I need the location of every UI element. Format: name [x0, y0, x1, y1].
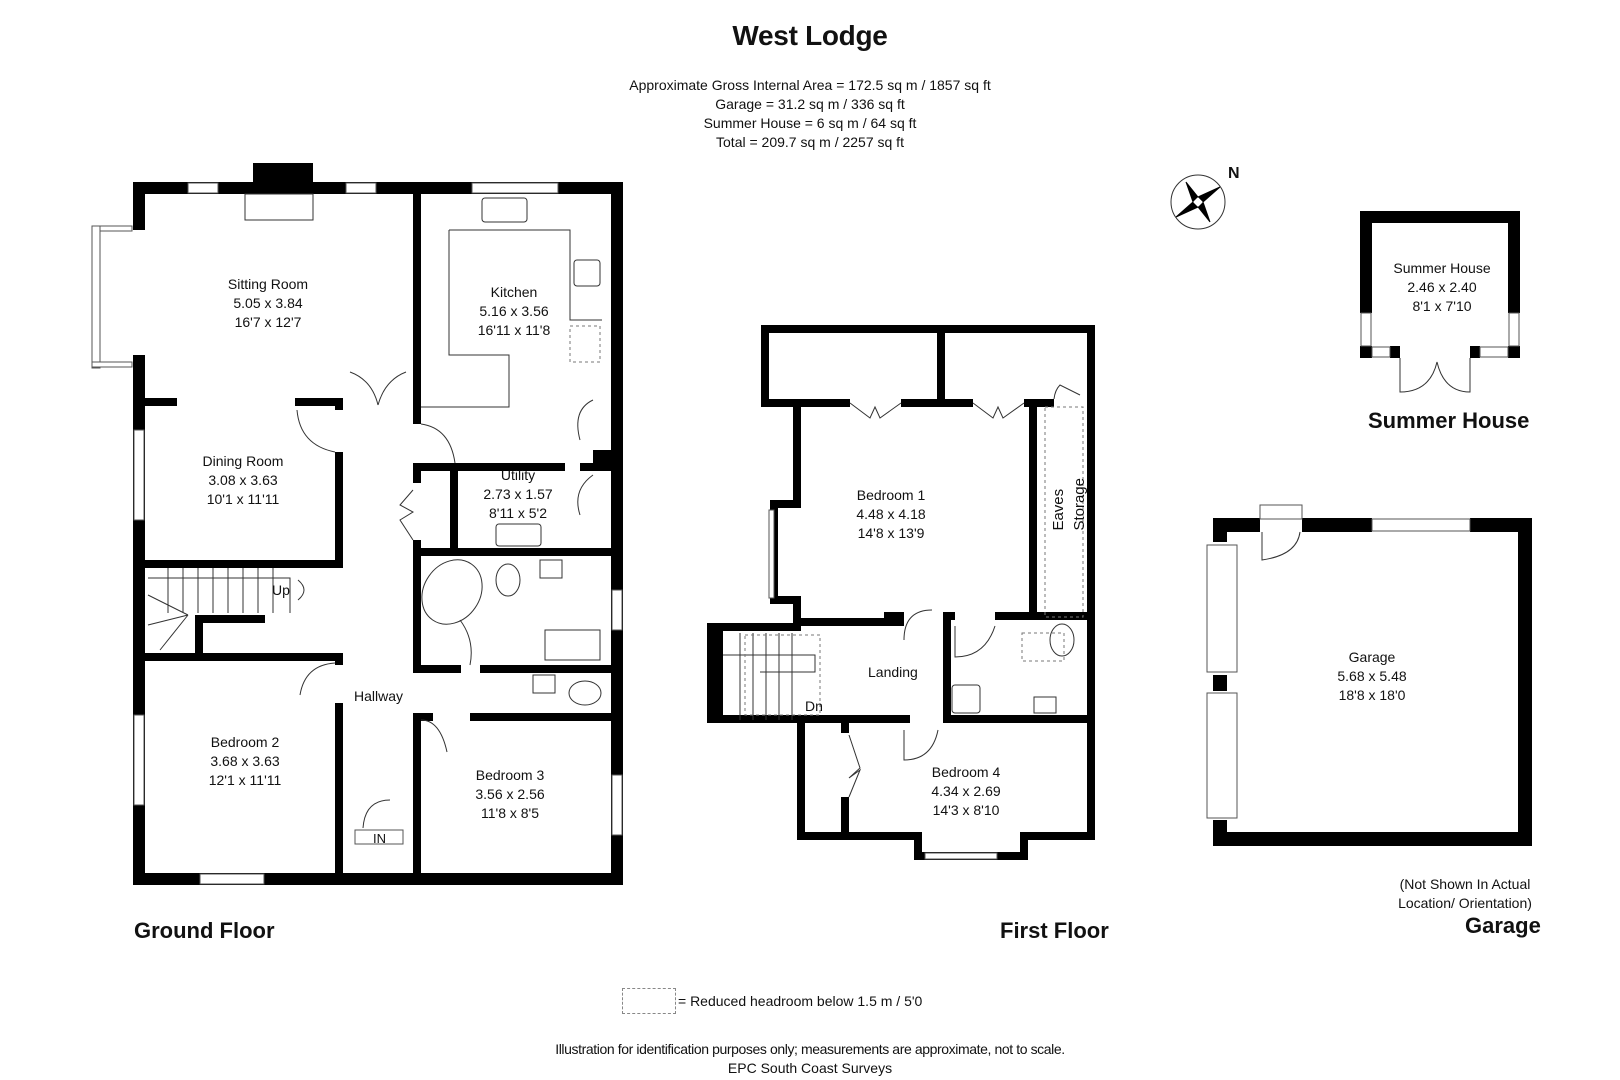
- room-imperial: 14'3 x 8'10: [932, 802, 1000, 818]
- room-name: Summer House: [1393, 260, 1491, 276]
- area-summary: Approximate Gross Internal Area = 172.5 …: [560, 76, 1060, 152]
- eaves-label: Eaves: [1050, 488, 1067, 531]
- area-line-total: Total = 209.7 sq m / 2257 sq ft: [716, 134, 904, 150]
- ground-floor-label: Ground Floor: [134, 918, 275, 943]
- room-utility: Utility 2.73 x 1.57 8'11 x 5'2: [483, 466, 552, 523]
- room-imperial: 11'8 x 8'5: [480, 805, 540, 821]
- first-floor-plan: [707, 325, 1095, 860]
- room-kitchen: Kitchen 5.16 x 3.56 16'11 x 11'8: [478, 283, 551, 340]
- room-imperial: 8'1 x 7'10: [1412, 298, 1472, 314]
- area-line-summer-house: Summer House = 6 sq m / 64 sq ft: [703, 115, 917, 131]
- disclaimer: Illustration for identification purposes…: [555, 1041, 1065, 1057]
- room-imperial: 8'11 x 5'2: [488, 505, 548, 521]
- room-name: Bedroom 1: [856, 487, 926, 503]
- reduced-headroom-legend-swatch: [622, 988, 676, 1014]
- garage-note-line-2: Location/ Orientation): [1398, 895, 1532, 911]
- summer-house-plan: [1360, 211, 1520, 393]
- room-name: Sitting Room: [227, 276, 309, 292]
- room-metric: 2.46 x 2.40: [1407, 279, 1477, 295]
- room-metric: 5.05 x 3.84: [233, 295, 303, 311]
- room-sitting-room: Sitting Room 5.05 x 3.84 16'7 x 12'7: [228, 275, 308, 332]
- garage-label: Garage: [1465, 913, 1541, 938]
- room-name: Garage: [1348, 649, 1396, 665]
- room-bedroom-3: Bedroom 3 3.56 x 2.56 11'8 x 8'5: [475, 766, 544, 823]
- room-metric: 5.68 x 5.48: [1337, 668, 1407, 684]
- room-imperial: 16'7 x 12'7: [234, 314, 302, 330]
- room-imperial: 18'8 x 18'0: [1338, 687, 1406, 703]
- hallway-label: Hallway: [354, 688, 404, 704]
- storage-label: Storage: [1071, 478, 1088, 531]
- garage-plan: [1206, 504, 1532, 846]
- room-metric: 3.08 x 3.63: [208, 472, 278, 488]
- room-metric: 4.34 x 2.69: [931, 783, 1001, 799]
- room-name: Bedroom 4: [931, 764, 1001, 780]
- compass-north-label: N: [1228, 165, 1240, 182]
- room-imperial: 16'11 x 11'8: [477, 322, 551, 338]
- room-name: Dining Room: [202, 453, 284, 469]
- room-imperial: 12'1 x 11'11: [208, 772, 282, 788]
- stairs-down-label: Dn: [805, 698, 823, 714]
- room-imperial: 14'8 x 13'9: [857, 525, 925, 541]
- footer: Illustration for identification purposes…: [460, 1040, 1160, 1078]
- page-title: West Lodge: [732, 20, 888, 51]
- room-metric: 4.48 x 4.18: [856, 506, 926, 522]
- stairs-up-label: Up: [272, 582, 290, 598]
- room-bedroom-2: Bedroom 2 3.68 x 3.63 12'1 x 11'11: [209, 733, 282, 790]
- area-line-gross: Approximate Gross Internal Area = 172.5 …: [629, 77, 991, 93]
- room-bedroom-4: Bedroom 4 4.34 x 2.69 14'3 x 8'10: [931, 763, 1000, 820]
- garage-orientation-note: (Not Shown In Actual Location/ Orientati…: [1390, 875, 1540, 913]
- room-name: Bedroom 3: [475, 767, 545, 783]
- room-name: Utility: [500, 467, 536, 483]
- room-garage: Garage 5.68 x 5.48 18'8 x 18'0: [1337, 648, 1406, 705]
- room-summer-house: Summer House 2.46 x 2.40 8'1 x 7'10: [1393, 259, 1490, 316]
- entrance-label: IN: [373, 831, 386, 846]
- area-line-garage: Garage = 31.2 sq m / 336 sq ft: [715, 96, 905, 112]
- room-name: Bedroom 2: [210, 734, 280, 750]
- summer-house-label: Summer House: [1368, 408, 1530, 433]
- eaves-storage-label: Eaves Storage: [1050, 478, 1088, 531]
- credit: EPC South Coast Surveys: [727, 1060, 893, 1076]
- landing-label: Landing: [868, 664, 918, 680]
- ground-floor-plan: [91, 163, 623, 885]
- room-bedroom-1: Bedroom 1 4.48 x 4.18 14'8 x 13'9: [856, 486, 925, 543]
- room-dining-room: Dining Room 3.08 x 3.63 10'1 x 11'11: [203, 452, 284, 509]
- room-metric: 3.56 x 2.56: [475, 786, 545, 802]
- compass-rose-icon: [1170, 174, 1226, 230]
- garage-note-line-1: (Not Shown In Actual: [1399, 876, 1531, 892]
- room-metric: 3.68 x 3.63: [210, 753, 280, 769]
- reduced-headroom-legend-text: = Reduced headroom below 1.5 m / 5'0: [678, 993, 923, 1009]
- room-metric: 2.73 x 1.57: [483, 486, 553, 502]
- room-imperial: 10'1 x 11'11: [206, 491, 280, 507]
- room-name: Kitchen: [490, 284, 538, 300]
- room-metric: 5.16 x 3.56: [479, 303, 549, 319]
- first-floor-label: First Floor: [1000, 918, 1109, 943]
